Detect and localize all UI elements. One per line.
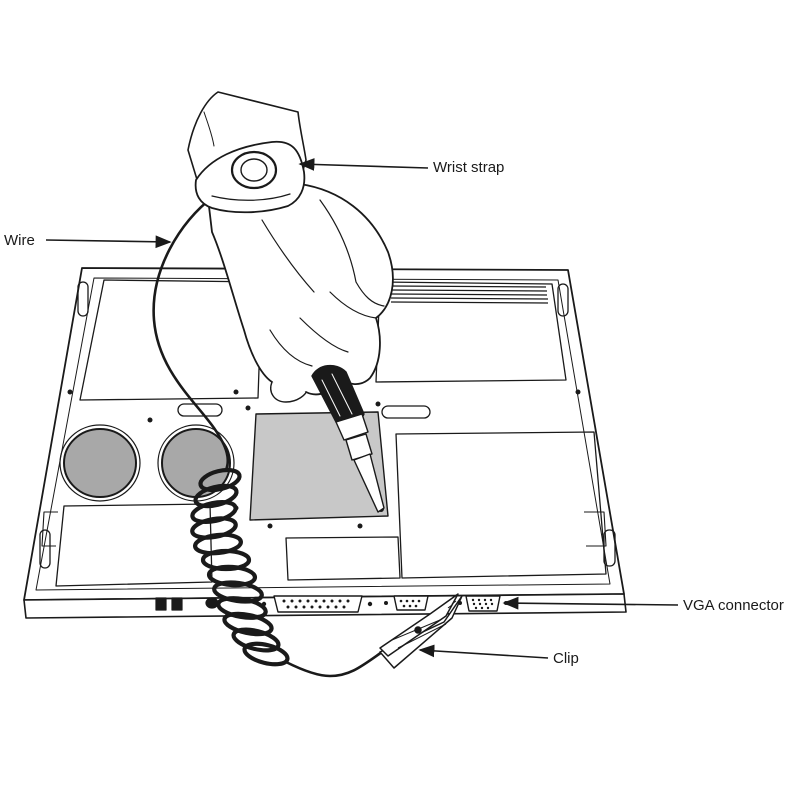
label-vga-connector: VGA connector xyxy=(683,598,784,613)
port-usb-1 xyxy=(156,598,166,610)
port-audio xyxy=(206,598,218,608)
arrow-wire xyxy=(46,240,170,242)
port-serial xyxy=(394,596,428,610)
port-vga xyxy=(466,596,500,611)
port-usb-2 xyxy=(172,598,182,610)
label-wire: Wire xyxy=(4,233,35,248)
port-parallel xyxy=(274,596,362,612)
wire-lower xyxy=(286,652,382,676)
arrow-wrist-strap xyxy=(300,164,428,168)
arrow-clip xyxy=(420,650,548,658)
label-clip: Clip xyxy=(553,651,579,666)
label-wrist-strap: Wrist strap xyxy=(433,160,504,175)
fan-left xyxy=(64,429,136,497)
